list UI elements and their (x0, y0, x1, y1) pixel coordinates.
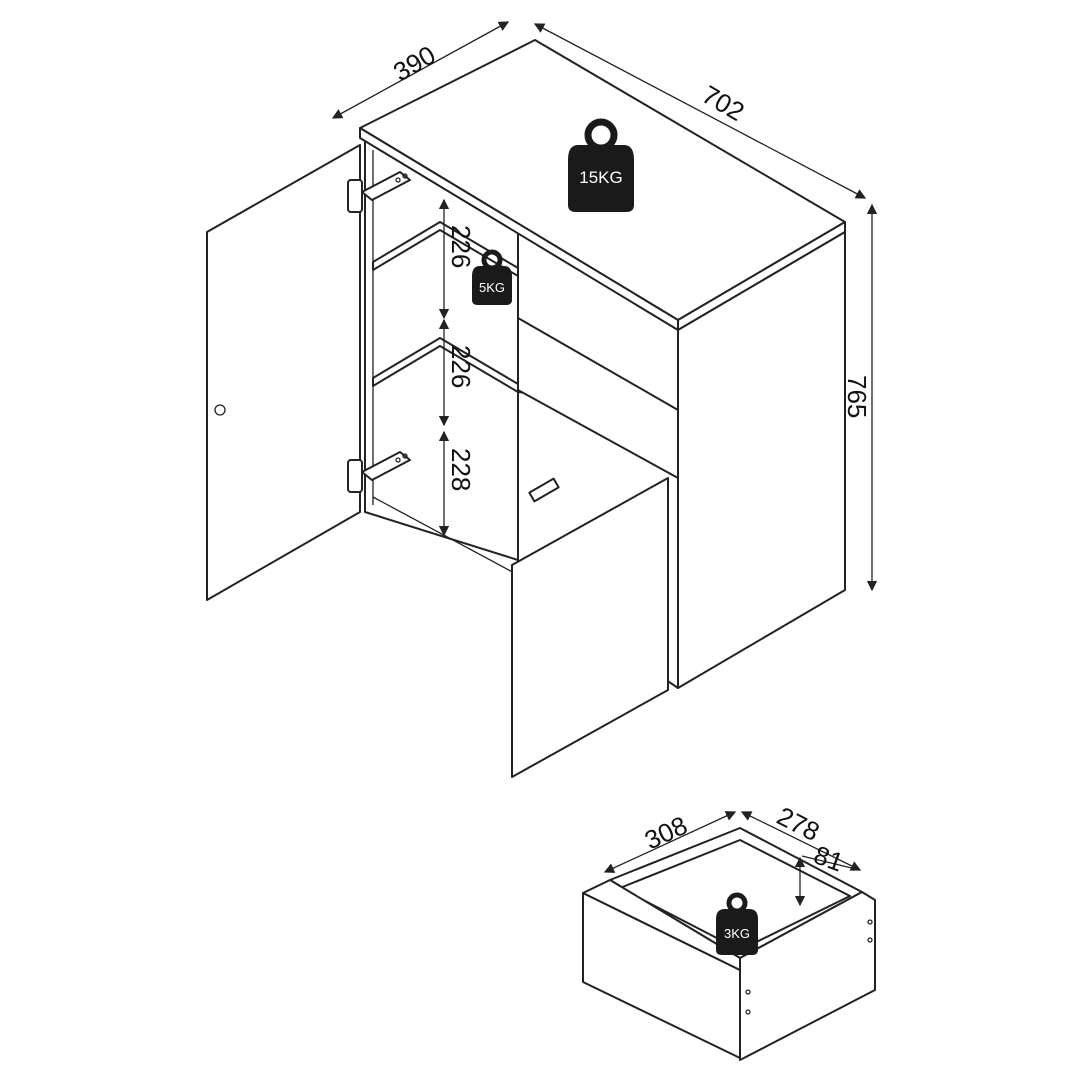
cabinet (206, 39, 846, 778)
door-knob-hole (214, 404, 226, 416)
weight-icon-5kg: 5KG (472, 249, 512, 305)
weight-icon-15kg: 15KG (568, 118, 634, 212)
drawer-detail: 308 278 81 3KG (582, 801, 876, 1061)
left-door (206, 144, 361, 601)
svg-text:3KG: 3KG (724, 926, 750, 941)
width-label: 702 (697, 79, 750, 127)
svg-text:15KG: 15KG (579, 168, 622, 187)
hinge-bottom (347, 451, 411, 493)
height-label: 765 (842, 375, 872, 418)
hinge-top (347, 171, 411, 213)
weight-icon-3kg: 3KG (716, 892, 758, 955)
svg-text:5KG: 5KG (479, 280, 505, 295)
depth-label: 390 (388, 40, 441, 88)
shelf-height-1: 226 (446, 225, 476, 268)
drawer-depth-label: 278 (772, 801, 824, 847)
drawer-width-label: 308 (640, 810, 692, 856)
right-door (511, 477, 669, 778)
handle (528, 477, 560, 503)
cabinet-right-side (677, 231, 846, 689)
shelf-height-3: 228 (446, 448, 476, 491)
drawer-front (517, 317, 679, 479)
shelf-height-2: 226 (446, 345, 476, 388)
